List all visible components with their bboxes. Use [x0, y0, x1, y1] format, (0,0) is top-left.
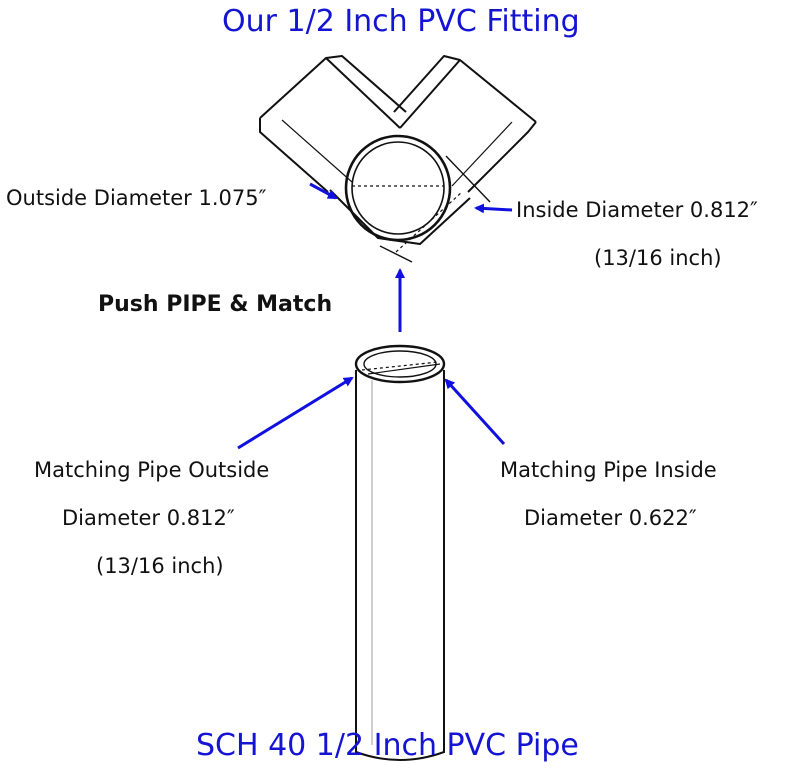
- arrow-pipe-inside: [444, 378, 506, 446]
- push-instruction: Push PIPE & Match: [98, 292, 333, 317]
- annotation-arrows: [237, 182, 513, 450]
- arrow-pipe-outside: [237, 376, 354, 450]
- fitting-inside-label: Inside Diameter 0.812″: [516, 198, 758, 222]
- pipe-inside-label-line2: Diameter 0.622″: [524, 506, 697, 530]
- pipe-inside-label-line1: Matching Pipe Inside: [500, 458, 717, 482]
- pipe-drawing: [354, 344, 446, 761]
- pipe-outside-label-line2: Diameter 0.812″: [62, 506, 235, 530]
- fitting-inside-fraction: (13/16 inch): [594, 246, 722, 270]
- arrow-fitting-inside: [474, 203, 513, 214]
- pipe-outside-label-line3: (13/16 inch): [96, 554, 224, 578]
- pipe-outside-label-line1: Matching Pipe Outside: [34, 458, 270, 482]
- fitting-drawing: [259, 55, 537, 263]
- pipe-title: SCH 40 1/2 Inch PVC Pipe: [196, 728, 579, 763]
- fitting-outside-label: Outside Diameter 1.075″: [6, 186, 267, 210]
- fitting-title: Our 1/2 Inch PVC Fitting: [222, 4, 580, 39]
- arrow-fitting-outside: [309, 182, 338, 200]
